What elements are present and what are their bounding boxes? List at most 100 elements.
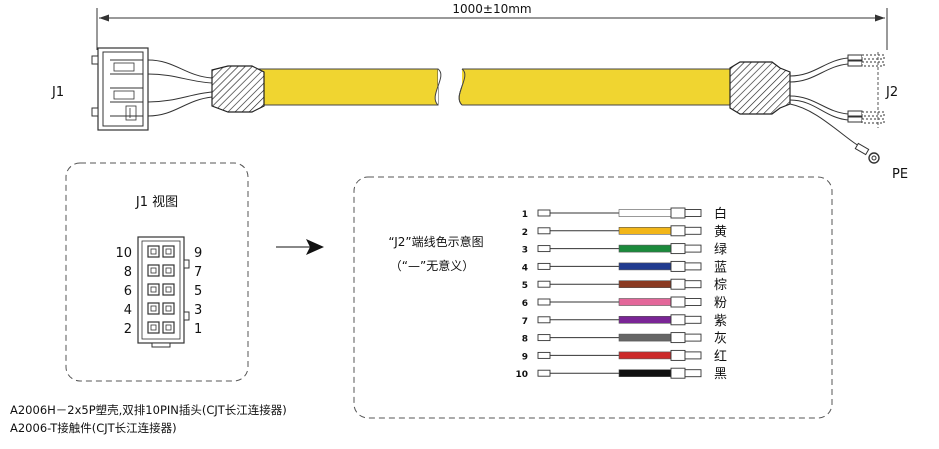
wire-number: 3 — [522, 246, 528, 256]
j1-view-title: J1 视图 — [135, 195, 178, 210]
j1-pin-label-left: 4 — [124, 303, 132, 318]
contact-note: A2006-T接触件(CJT长江连接器) — [10, 421, 177, 435]
wire-pin-terminal — [684, 351, 702, 360]
wire-start-terminal — [537, 262, 551, 270]
wire-start-terminal — [537, 227, 551, 235]
wire-pin-terminal — [684, 209, 702, 217]
wire-color-sleeve — [618, 244, 672, 253]
wire-number: 8 — [522, 335, 528, 345]
wire-start-terminal — [537, 351, 551, 359]
j1-pin-socket — [147, 302, 160, 315]
wire-crimp-terminal — [670, 278, 686, 290]
j1-pin-socket — [147, 283, 160, 296]
wire-pin-terminal — [684, 369, 702, 378]
wire-color-name: 绿 — [714, 243, 727, 258]
left-heatshrink — [211, 65, 265, 113]
j1-connector — [91, 47, 149, 131]
wire-color-sleeve — [618, 227, 672, 235]
j1-pin-label-right: 9 — [194, 246, 202, 261]
wire-color-name: 紫 — [714, 314, 727, 329]
j1-pin-socket — [147, 264, 160, 277]
j1-view-housing — [137, 236, 190, 348]
wire-number: 4 — [522, 263, 528, 273]
j1-pin-socket — [162, 264, 175, 277]
j1-pin-socket — [162, 283, 175, 296]
wire-pin-terminal — [684, 262, 702, 271]
j2-panel-subtitle: （“—”无意义） — [390, 258, 474, 273]
wire-pin-terminal — [684, 315, 702, 324]
wire-crimp-terminal — [670, 349, 686, 361]
j1-pin-contact — [165, 305, 172, 312]
wire-color-sleeve — [618, 369, 672, 378]
wire-color-name: 黑 — [714, 367, 727, 382]
wire-color-name: 蓝 — [714, 260, 727, 275]
wire-number: 5 — [522, 281, 528, 291]
wire-pin-terminal — [684, 298, 702, 306]
j2-wires — [789, 57, 867, 151]
wire-color-name: 粉 — [714, 296, 727, 311]
j1-pin-label-right: 1 — [194, 322, 202, 337]
housing-note: A2006H－2x5P塑壳,双排10PIN插头(CJT长江连接器) — [10, 403, 287, 417]
j1-pin-contact — [165, 286, 172, 293]
j1-wires — [147, 59, 213, 117]
j2-panel-title: “J2”端线色示意图 — [388, 234, 483, 249]
wire-color-name: 灰 — [714, 332, 727, 347]
j1-pin-contact — [150, 267, 157, 274]
wire-crimp-terminal — [670, 296, 686, 308]
wire-color-name: 红 — [714, 348, 727, 364]
j1-label: J1 — [51, 85, 64, 100]
wire-crimp-terminal — [670, 332, 686, 344]
dimension-line: 1000±10mm — [96, 2, 888, 50]
wire-crimp-terminal — [670, 314, 686, 326]
j1-pin-label-right: 7 — [194, 265, 202, 280]
j1-pin-contact — [150, 248, 157, 255]
j1-pin-socket — [162, 321, 175, 334]
wire-number: 9 — [522, 352, 528, 362]
wire-start-terminal — [537, 334, 551, 342]
j2-label: J2 — [885, 85, 898, 100]
j1-pin-contact — [150, 324, 157, 331]
wire-number: 10 — [515, 370, 528, 380]
wire-color-name: 黄 — [714, 225, 727, 240]
wire-number: 2 — [522, 228, 528, 238]
wire-crimp-terminal — [670, 243, 686, 255]
j1-pin-label-right: 3 — [194, 303, 202, 318]
wire-color-sleeve — [618, 333, 672, 342]
wire-color-sleeve — [618, 351, 672, 360]
wire-number: 7 — [522, 317, 528, 327]
j1-pin-socket — [147, 321, 160, 334]
wire-start-terminal — [537, 245, 551, 253]
wire-number: 1 — [522, 210, 528, 220]
wire-pin-terminal — [684, 333, 702, 342]
pe-label: PE — [892, 167, 908, 182]
wire-pin-terminal — [684, 280, 702, 289]
j1-pin-contact — [150, 286, 157, 293]
wire-start-terminal — [537, 369, 551, 377]
j1-pin-contact — [165, 324, 172, 331]
j1-pin-socket — [162, 302, 175, 315]
wire-pin-terminal — [684, 226, 702, 235]
j1-pin-label-left: 8 — [124, 265, 132, 280]
j1-pin-contact — [150, 305, 157, 312]
wire-color-name: 棕 — [714, 278, 727, 293]
wire-crimp-terminal — [670, 367, 686, 379]
wire-pin-terminal — [684, 244, 702, 253]
j1-pin-grid — [147, 245, 175, 334]
wire-crimp-terminal — [670, 260, 686, 272]
j1-pin-contact — [165, 267, 172, 274]
j1-pin-label-left: 2 — [124, 322, 132, 337]
j2-terminals — [847, 52, 885, 128]
right-heatshrink — [729, 61, 791, 115]
cable-jacket — [249, 68, 732, 106]
j1-pin-label-left: 6 — [124, 284, 132, 299]
